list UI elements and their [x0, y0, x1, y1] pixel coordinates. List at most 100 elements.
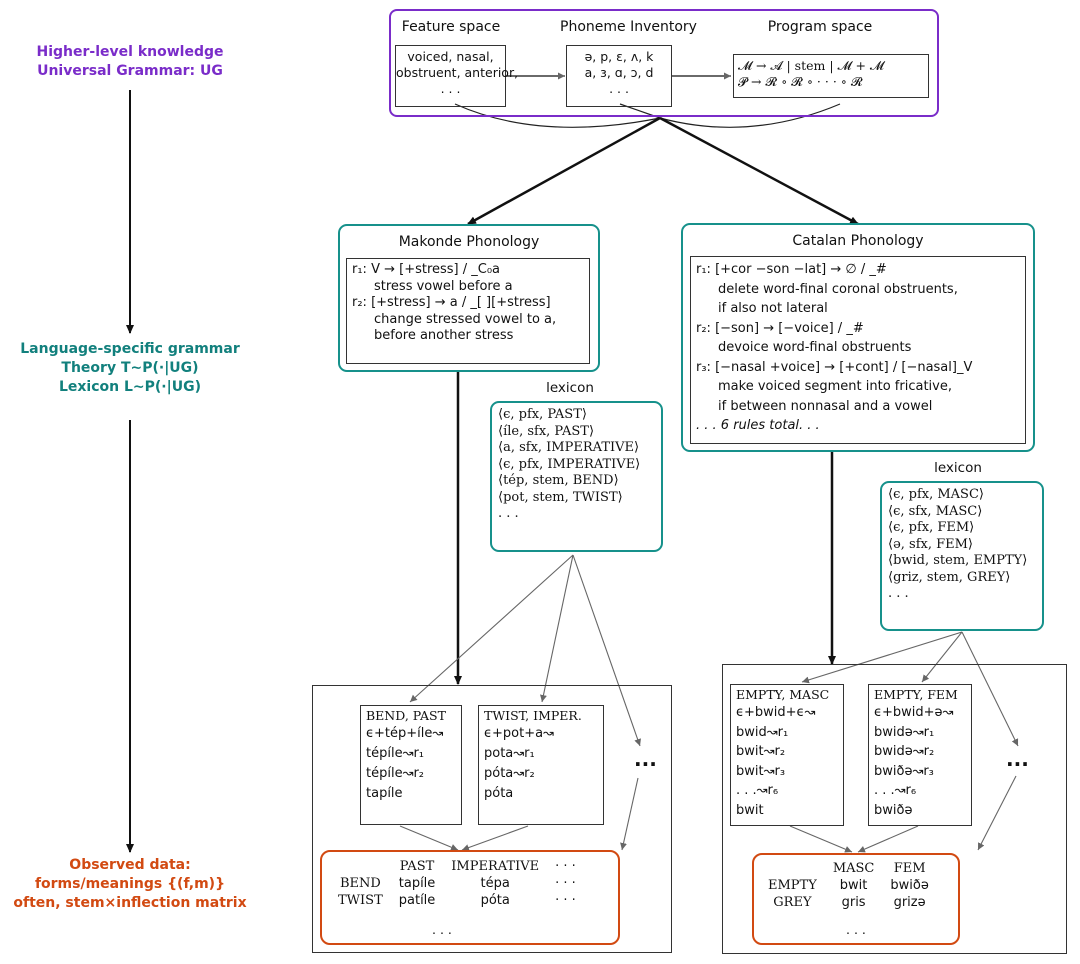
catalan-rule-2-desc: devoice word-final obstruents: [718, 340, 912, 355]
cderiv1-output: bwit: [736, 802, 764, 818]
curve-program-to-hub: [659, 103, 841, 128]
catalan-lex-3: ⟨ϵ, pfx, FEM⟩: [888, 520, 975, 535]
mderiv2-step-1: ϵ+pot+a↝: [484, 726, 554, 741]
makonde-lex-4: ⟨ϵ, pfx, IMPERATIVE⟩: [498, 456, 641, 472]
mderiv2-step-3: póta↝r₂: [484, 766, 535, 781]
catalan-rule-3: r₃: [−nasal +voice] → [+cont] / [−nasal]…: [696, 359, 973, 375]
mobs-r1-c3: · · ·: [555, 893, 576, 908]
catalan-rule-3-desc: make voiced segment into fricative,: [718, 379, 952, 394]
cderiv1-step-1: ϵ+bwid+ϵ↝: [736, 705, 816, 720]
mderiv2-step-2: pota↝r₁: [484, 746, 535, 761]
makonde-derivation-ellipsis: ···: [634, 752, 657, 776]
ug-box: [389, 9, 939, 117]
label-data-line3: often, stem×inflection matrix: [13, 895, 247, 911]
mderiv1-step-2: tépíle↝r₁: [366, 746, 425, 761]
label-data-line1: Observed data:: [69, 857, 191, 873]
makonde-title: Makonde Phonology: [398, 234, 540, 250]
catalan-derivation-ellipsis: ···: [1006, 752, 1029, 776]
cobs-row-grey: GREY gris grizə: [760, 894, 937, 911]
catalan-rule-1: r₁: [+cor −son −lat] → ∅ / _#: [696, 262, 887, 277]
program-line-2: 𝓟 → 𝓡 ∘ 𝓡 ∘ · · · ∘ 𝓡: [738, 74, 863, 89]
mobs-h2: IMPERATIVE: [451, 859, 540, 874]
cderiv2-step-1: ϵ+bwid+ə↝: [874, 705, 954, 720]
makonde-observed-dots: . . .: [432, 922, 452, 937]
mderiv2-output: póta: [484, 786, 514, 801]
makonde-rule-1: r₁: V → [+stress] / _C₀a: [352, 262, 501, 277]
feature-line-3: . . .: [440, 81, 461, 96]
cderiv2-step-2: bwidə↝r₁: [874, 724, 935, 740]
makonde-observed-box: [320, 850, 620, 945]
makonde-rule-1-desc: stress vowel before a: [374, 278, 513, 294]
makonde-phonology-box: [338, 224, 600, 372]
mderiv1-step-3: tépíle↝r₂: [366, 766, 425, 781]
cderiv1-header: EMPTY, MASC: [736, 687, 830, 702]
program-space-title: Program space: [767, 19, 873, 35]
label-grammar-line1: Language-specific grammar: [20, 341, 240, 357]
arrow-mellipsis-to-obs: [620, 777, 639, 851]
phoneme-line-3: . . .: [609, 81, 629, 96]
cobs-row-empty: EMPTY bwit bwiðə: [760, 877, 937, 894]
arrow-mderiv2-to-obs: [461, 825, 529, 851]
catalan-observed-table: MASC FEM EMPTY bwit bwiðə GREY gris griz…: [760, 860, 937, 911]
program-line-1: 𝓜 → 𝓐 | stem | 𝓜 + 𝓜: [738, 58, 884, 73]
mobs-h1: PAST: [399, 859, 435, 874]
arrow-cderiv1-to-obs: [789, 825, 853, 853]
arrow-clex-to-deriv1: [801, 631, 963, 684]
cderiv1-step-2: bwid↝r₁: [736, 724, 789, 740]
arrow-cellipsis-to-obs: [977, 775, 1017, 851]
catalan-lex-6: ⟨griz, stem, GREY⟩: [888, 569, 1011, 585]
arrow-ug-to-makonde: [467, 116, 661, 226]
label-data-line2: forms/meanings {(f,m)}: [34, 876, 226, 892]
cobs-h2: FEM: [893, 861, 926, 876]
cderiv2-step-5: . . .↝r₆: [874, 783, 917, 798]
catalan-rule-1-desc: delete word-final coronal obstruents,: [718, 281, 958, 297]
phoneme-line-2: a, ɜ, ɑ, ɔ, d: [584, 65, 654, 80]
makonde-lex-2: ⟨íle, sfx, PAST⟩: [498, 423, 595, 439]
feature-space-title: Feature space: [401, 19, 501, 35]
mobs-header-row: PAST IMPERATIVE · · ·: [330, 858, 584, 875]
label-ug-line2: Universal Grammar: UG: [37, 63, 223, 79]
label-grammar-line2: Theory T∼P(·|UG): [61, 360, 199, 376]
makonde-lex-6: ⟨pot, stem, TWIST⟩: [498, 489, 623, 505]
phoneme-line-1: ə, p, ɛ, ʌ, k: [584, 49, 654, 64]
mobs-h3: · · ·: [555, 859, 576, 874]
arrow-clex-to-deriv2: [921, 631, 963, 683]
cobs-h0: [760, 860, 825, 877]
makonde-rule-2: r₂: [+stress] → a / _[ ][+stress]: [352, 295, 551, 310]
cderiv2-header: EMPTY, FEM: [874, 687, 958, 702]
makonde-lexicon-label: lexicon: [546, 380, 594, 396]
cobs-r0-c2: bwiðə: [890, 878, 929, 893]
cderiv1-step-4: bwit↝r₃: [736, 763, 786, 779]
mobs-r1-c2: póta: [480, 893, 510, 908]
catalan-title: Catalan Phonology: [792, 233, 924, 249]
arrow-ug-to-catalan: [659, 116, 859, 226]
makonde-rule-2-desc-2: before another stress: [374, 328, 514, 343]
catalan-lex-4: ⟨ə, sfx, FEM⟩: [888, 536, 974, 552]
curve-feature-to-hub: [454, 103, 661, 128]
mobs-h0: [330, 858, 391, 875]
arrow-mlex-to-ellipsis: [572, 554, 641, 747]
catalan-derivation-box: [722, 664, 1067, 954]
catalan-rules-box: r₁: [+cor −son −lat] → ∅ / _# delete wor…: [690, 256, 1026, 444]
catalan-rule-3-desc-2: if between nonnasal and a vowel: [718, 398, 933, 414]
cobs-r1-label: GREY: [773, 895, 812, 910]
cderiv1-step-5: . . .↝r₆: [736, 783, 779, 798]
arrow-cderiv2-to-obs: [857, 825, 919, 853]
cobs-r0-c1: bwit: [839, 878, 868, 893]
arrow-mderiv1-to-obs: [399, 825, 459, 851]
mobs-r0-c1: tapíle: [398, 876, 436, 891]
cobs-header-row: MASC FEM: [760, 860, 937, 877]
phoneme-inventory-box: ə, p, ɛ, ʌ, k a, ɜ, ɑ, ɔ, d . . .: [566, 45, 672, 107]
mobs-row-twist: TWIST patíle póta · · ·: [330, 892, 584, 909]
program-space-box: 𝓜 → 𝓐 | stem | 𝓜 + 𝓜 𝓟 → 𝓡 ∘ 𝓡 ∘ · · · ∘…: [733, 54, 929, 98]
catalan-observed-dots: . . .: [846, 922, 866, 937]
feature-line-1: voiced, nasal,: [407, 49, 494, 64]
cderiv2-output: bwiðə: [874, 802, 913, 818]
catalan-lex-1: ⟨ϵ, pfx, MASC⟩: [888, 487, 984, 502]
feature-space-box: voiced, nasal, obstruent, anterior, . . …: [395, 45, 519, 107]
label-grammar-line3: Lexicon L∼P(·|UG): [58, 379, 201, 395]
feature-line-2: obstruent, anterior,: [396, 65, 519, 80]
mobs-row-bend: BEND tapíle tépa · · ·: [330, 875, 584, 892]
cobs-r0-label: EMPTY: [768, 878, 817, 893]
catalan-lex-2: ⟨ϵ, sfx, MASC⟩: [888, 503, 983, 519]
